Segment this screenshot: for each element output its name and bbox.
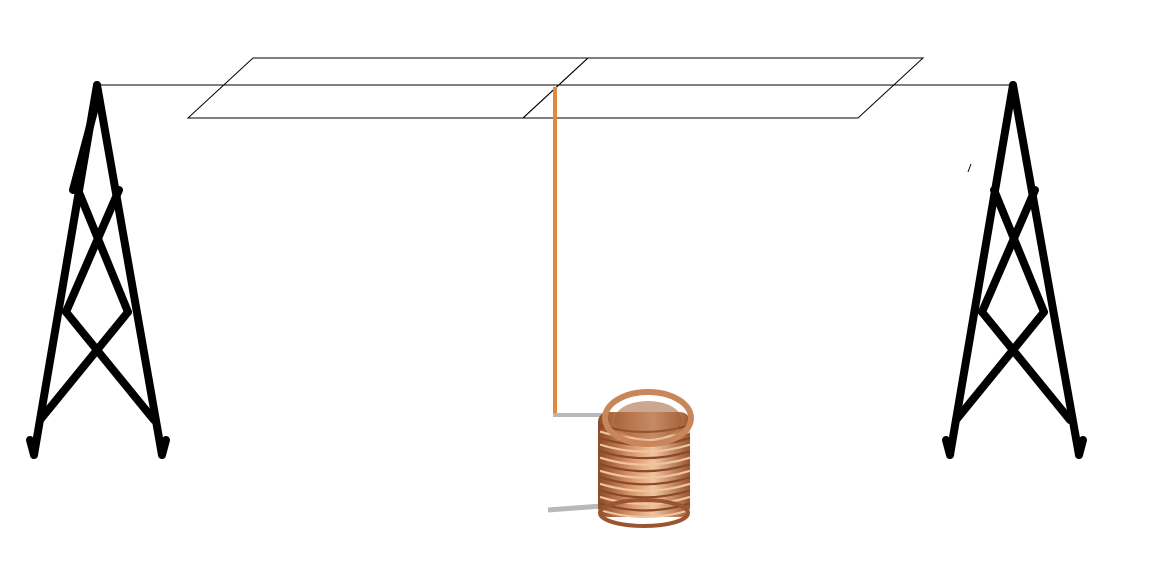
- coil-turn: [599, 495, 691, 506]
- coil-bottom-lead: [547, 503, 603, 513]
- coil-turn: [599, 482, 691, 492]
- left-tower-icon: [26, 81, 170, 459]
- coil-inner-opening: [614, 401, 682, 439]
- antenna-left-section: [186, 57, 590, 119]
- flat-top-antenna: [186, 57, 925, 119]
- coil-bottom-rim: [598, 498, 690, 528]
- coil-turn: [599, 476, 691, 486]
- coil-turn: [599, 456, 691, 466]
- stray-mark: [967, 163, 972, 173]
- coil-turn: [599, 443, 691, 453]
- coil-turn: [599, 469, 691, 479]
- copper-coil-icon: [547, 389, 694, 528]
- coil-turn: [599, 508, 691, 519]
- antenna-right-section: [521, 57, 925, 119]
- coil-turn: [599, 489, 691, 499]
- right-tower-icon: [942, 81, 1087, 459]
- coil-top-rim: [602, 389, 694, 447]
- coil-turn: [599, 463, 691, 473]
- coil-turn: [599, 450, 691, 460]
